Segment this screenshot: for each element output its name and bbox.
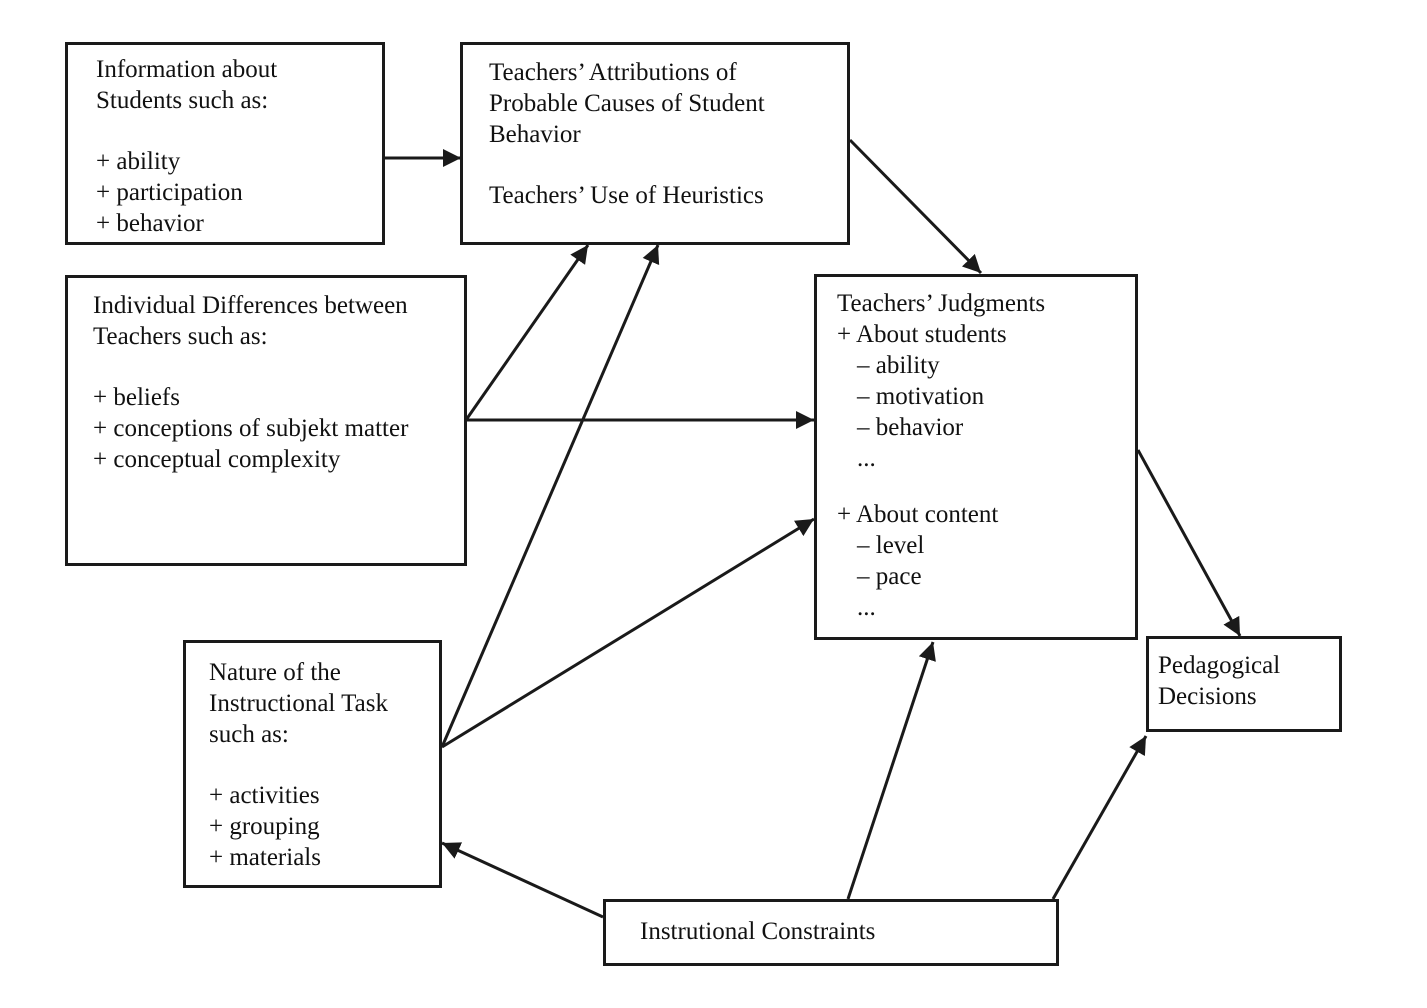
- info-item-behavior: + behavior: [96, 210, 204, 237]
- task-item-materials: + materials: [209, 844, 321, 871]
- arrow-judgments-to-decisions: [1136, 449, 1242, 637]
- attributions-line: Behavior: [489, 121, 581, 148]
- judgments-students-item: – motivation: [857, 383, 985, 410]
- task-title-line: Instructional Task: [209, 690, 389, 717]
- instructional-constraints-box: Instrutional Constraints: [603, 899, 1059, 966]
- individual-item-complexity: + conceptual complexity: [93, 446, 341, 473]
- judgments-title: Teachers’ Judgments: [837, 290, 1046, 317]
- judgments-content-item: ...: [857, 594, 876, 621]
- info-title-line: Students such as:: [96, 87, 269, 114]
- teacher-attributions-box: Teachers’ Attributions of Probable Cause…: [460, 42, 850, 245]
- arrow-constraints-to-decisions: [1051, 735, 1148, 900]
- individual-differences-box: Individual Differences between Teachers …: [65, 275, 467, 566]
- judgments-students-item: ...: [857, 445, 876, 472]
- individual-title-line: Teachers such as:: [93, 323, 268, 350]
- pedagogical-line: Decisions: [1158, 683, 1257, 710]
- info-item-ability: + ability: [96, 148, 181, 175]
- instructional-task-box: Nature of the Instructional Task such as…: [183, 640, 442, 888]
- individual-title-line: Individual Differences between: [93, 292, 408, 319]
- constraints-label: Instrutional Constraints: [640, 918, 876, 945]
- judgments-content-header: + About content: [837, 501, 999, 528]
- pedagogical-line: Pedagogical: [1158, 652, 1281, 679]
- individual-item-conceptions: + conceptions of subjekt matter: [93, 415, 409, 442]
- judgments-content-item: – level: [857, 532, 925, 559]
- arrow-individual-to-attributions: [464, 244, 590, 421]
- attributions-line: Teachers’ Attributions of: [489, 59, 737, 86]
- arrow-attributions-to-judgments: [848, 138, 983, 275]
- pedagogical-decisions-box: Pedagogical Decisions: [1146, 636, 1342, 732]
- judgments-content-item: – pace: [857, 563, 922, 590]
- heuristics-line: Teachers’ Use of Heuristics: [489, 182, 764, 209]
- arrow-task-to-attributions: [440, 244, 660, 748]
- judgments-students-item: – behavior: [857, 414, 964, 441]
- judgments-students-header: + About students: [837, 321, 1007, 348]
- info-title-line: Information about: [96, 56, 278, 83]
- task-title-line: Nature of the: [209, 659, 341, 686]
- task-item-activities: + activities: [209, 782, 320, 809]
- teacher-judgments-box: Teachers’ Judgments + About students – a…: [814, 274, 1138, 640]
- info-item-participation: + participation: [96, 179, 243, 206]
- task-title-line: such as:: [209, 721, 289, 748]
- task-item-grouping: + grouping: [209, 813, 320, 840]
- arrow-constraints-to-judgments: [846, 641, 936, 900]
- individual-item-beliefs: + beliefs: [93, 384, 180, 411]
- judgments-students-item: – ability: [857, 352, 940, 379]
- info-about-students-box: Information about Students such as: + ab…: [65, 42, 385, 245]
- arrow-task-to-judgments: [441, 517, 815, 749]
- attributions-line: Probable Causes of Student: [489, 90, 765, 117]
- arrow-constraints-to-task: [441, 841, 604, 919]
